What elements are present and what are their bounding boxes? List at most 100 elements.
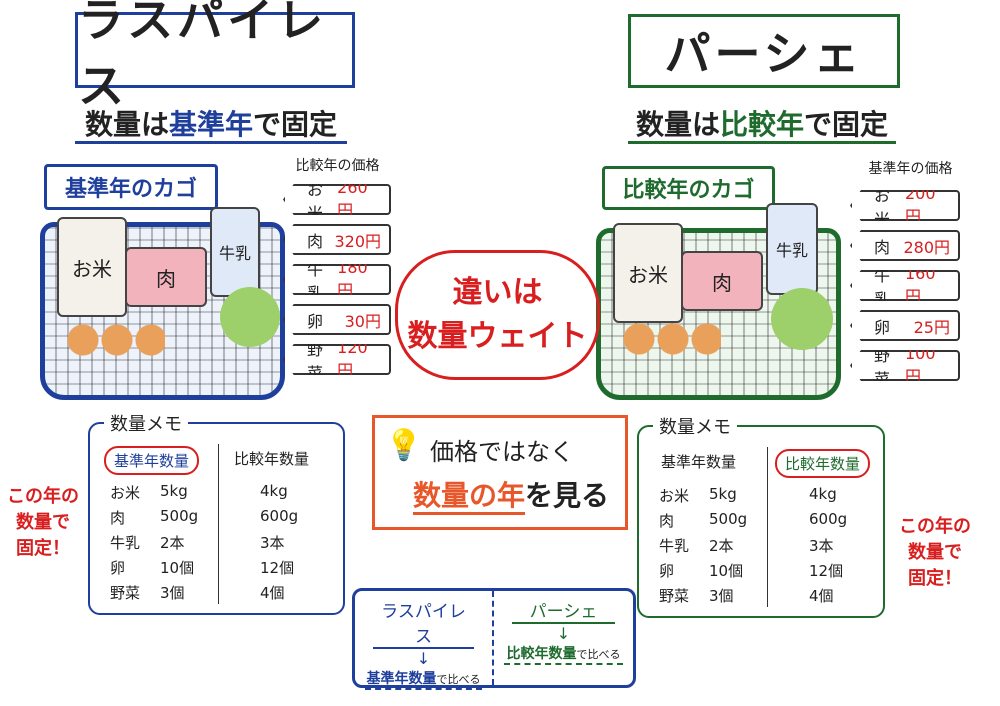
summary-laspeyres: ラスパイレス ↓ 基準年数量で比べる: [355, 591, 494, 690]
memo-item: お米: [110, 484, 141, 502]
memo-comparison-qty: 600g: [809, 510, 848, 528]
price-tag-item: 牛乳: [307, 259, 324, 303]
arrow-down-icon: ↓: [556, 624, 571, 643]
memo-item: 野菜: [110, 584, 141, 602]
price-tag-item: 野菜: [307, 339, 324, 383]
memo-divider: [218, 444, 219, 604]
comparison-year-basket-label: 比較年のカゴ: [602, 166, 775, 210]
memo-col-base: 基準年数量: [104, 446, 200, 475]
memo-comparison-qty: 600g: [260, 507, 299, 525]
comparison-price-heading: 比較年の価格: [295, 158, 380, 174]
tip-line-2: 数量の年を見る: [413, 474, 609, 515]
price-tag-item: 牛乳: [874, 265, 891, 309]
price-tag-price: 180円: [337, 258, 368, 300]
memo-base-qty: 3個: [709, 587, 734, 605]
price-tag-item: 肉: [307, 231, 324, 251]
price-tag: 肉 280円: [850, 230, 960, 261]
summary-post: で比べる: [436, 673, 481, 686]
cloud-line-2: 数量ウェイト: [407, 319, 588, 354]
price-tag-price: 120円: [337, 338, 368, 380]
price-tag-price: 200円: [904, 184, 936, 226]
subtitle-key: 基準年: [168, 107, 253, 141]
memo-base-qty: 500g: [709, 510, 748, 528]
memo-comparison-qty: 4kg: [809, 485, 837, 503]
subtitle-post: で固定: [253, 107, 338, 141]
cabbage: [771, 288, 833, 350]
eggs: [65, 322, 165, 357]
memo-base-qty: 500g: [160, 507, 199, 525]
price-tag-item: 肉: [874, 237, 891, 257]
summary-title: パーシェ: [512, 597, 615, 624]
price-tag-price: 260円: [337, 178, 368, 220]
memo-item: 野菜: [659, 587, 690, 605]
summary-post: で比べる: [576, 648, 621, 661]
shopping-basket-illustration: お米 肉 牛乳: [596, 203, 841, 400]
eggs: [621, 321, 721, 356]
memo-base-qty: 2本: [709, 537, 734, 555]
base-price-heading: 基準年の価格: [868, 161, 953, 177]
note-line: この年の: [899, 516, 971, 537]
subtitle-key: 比較年: [719, 107, 804, 141]
memo-base-qty: 5kg: [160, 482, 188, 500]
memo-item: 肉: [659, 512, 675, 530]
summary-text: 基準年数量で比べる: [365, 668, 482, 690]
memo-item: お米: [659, 487, 690, 505]
tip-box: 💡 価格ではなく 数量の年を見る: [372, 415, 628, 530]
note-line: 固定！: [908, 568, 962, 589]
fixed-year-note: この年の数量で固定！: [893, 514, 977, 592]
meat-pack: 肉: [125, 247, 207, 307]
memo-base-qty: 5kg: [709, 485, 737, 503]
cabbage: [220, 287, 280, 347]
price-tag: 卵 30円: [283, 304, 391, 335]
price-tag-item: 卵: [307, 311, 324, 331]
milk-carton: 牛乳: [210, 207, 260, 297]
memo-comparison-qty: 12個: [809, 562, 844, 580]
arrow-down-icon: ↓: [416, 649, 431, 668]
memo-item: 牛乳: [110, 534, 141, 552]
tip-line-1: 価格ではなく: [430, 438, 574, 466]
fixed-year-note: この年の数量で固定！: [2, 484, 84, 562]
tip-key: 数量の年: [413, 479, 526, 515]
memo-comparison-qty: 4個: [809, 587, 834, 605]
summary-key: 比較年数量: [506, 646, 577, 662]
price-tag-item: お米: [874, 185, 891, 229]
laspeyres-title: ラスパイレス: [75, 0, 355, 113]
memo-col-base: 基準年数量: [661, 453, 737, 471]
note-line: 数量で: [908, 542, 962, 563]
note-line: 数量で: [16, 512, 70, 533]
memo-base-qty: 3個: [160, 584, 185, 602]
lightbulb-icon: 💡: [385, 428, 423, 463]
cloud-line-1: 違いは: [452, 275, 543, 310]
memo-title: 数量メモ: [653, 413, 737, 439]
memo-comparison-qty: 3本: [260, 534, 285, 552]
laspeyres-subtitle: 数量は基準年で固定: [75, 104, 347, 144]
meat-pack: 肉: [681, 251, 763, 311]
summary-text: 比較年数量で比べる: [504, 643, 623, 665]
subtitle-pre: 数量は: [635, 107, 720, 141]
paasche-title: パーシェ: [628, 14, 900, 88]
memo-comparison-qty: 3本: [809, 537, 834, 555]
price-tag-price: 320円: [334, 231, 381, 251]
price-tag-item: 卵: [874, 317, 891, 337]
memo-title: 数量メモ: [104, 410, 188, 436]
memo-base-qty: 10個: [709, 562, 744, 580]
summary-box: ラスパイレス ↓ 基準年数量で比べる パーシェ ↓ 比較年数量で比べる: [352, 588, 636, 690]
memo-comparison-qty: 4kg: [260, 482, 288, 500]
price-tag-item: 野菜: [874, 345, 891, 389]
price-tag-price: 30円: [344, 311, 381, 331]
memo-col-comparison: 比較年数量: [234, 450, 310, 468]
price-tag-price: 280円: [903, 237, 950, 257]
base-year-basket-label: 基準年のカゴ: [44, 164, 218, 210]
summary-key: 基準年数量: [366, 671, 437, 687]
memo-comparison-qty: 4個: [260, 584, 285, 602]
price-tag: 肉 320円: [283, 224, 391, 255]
shopping-basket-illustration: お米 肉 牛乳: [40, 207, 285, 400]
memo-divider: [767, 447, 768, 607]
